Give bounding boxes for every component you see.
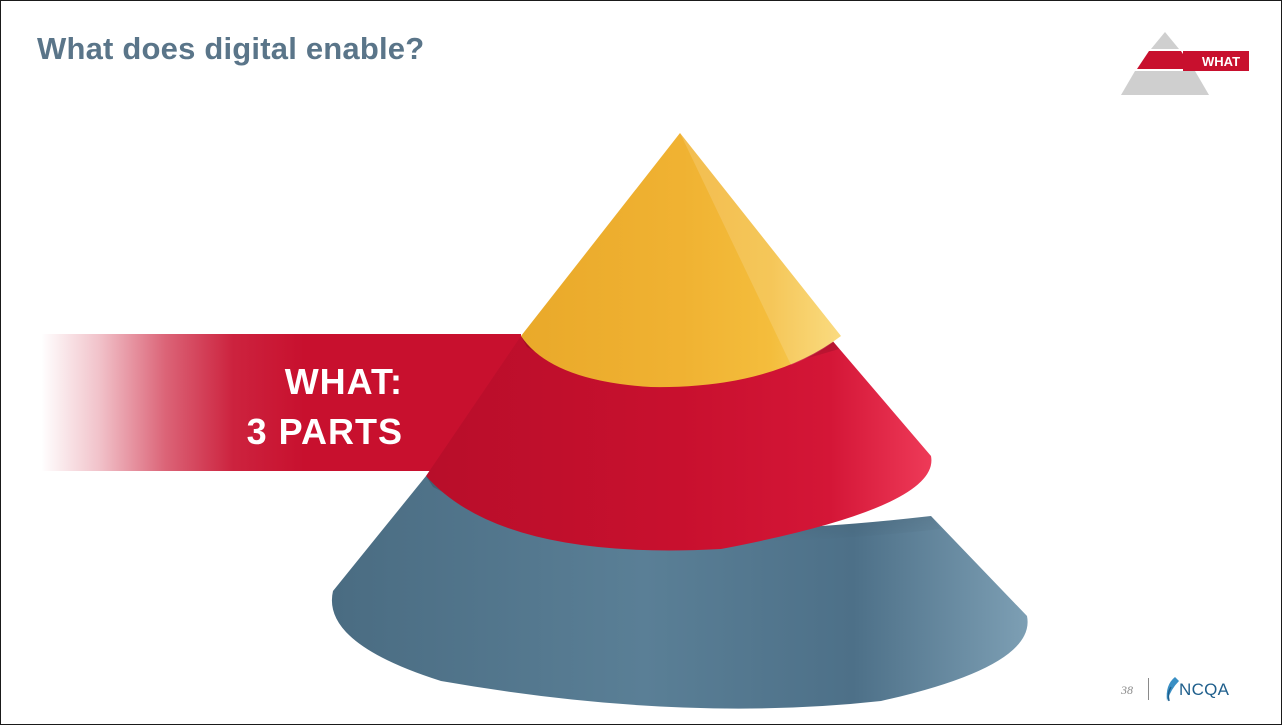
layered-cone-diagram bbox=[331, 133, 1028, 709]
page-number: 38 bbox=[1121, 683, 1133, 697]
badge-label: WHAT bbox=[1202, 54, 1240, 69]
cone-layer-top bbox=[521, 133, 841, 388]
logo-swoosh-icon bbox=[1166, 677, 1179, 702]
ncqa-logo: NCQA bbox=[1161, 675, 1251, 705]
footer-divider bbox=[1148, 678, 1149, 700]
banner bbox=[41, 334, 521, 471]
mini-pyramid-icon: WHAT bbox=[1121, 32, 1249, 95]
section-badge: WHAT bbox=[1119, 29, 1267, 99]
cone-top-highlight bbox=[680, 133, 841, 365]
banner-text: WHAT: 3 PARTS bbox=[187, 357, 403, 457]
mini-pyramid-bottom bbox=[1121, 71, 1209, 95]
banner-line-1: WHAT: bbox=[284, 361, 403, 402]
banner-line-2: 3 PARTS bbox=[246, 411, 403, 452]
badge-ribbon bbox=[1183, 51, 1249, 71]
mini-pyramid-top bbox=[1151, 32, 1179, 49]
slide-title: What does digital enable? bbox=[37, 31, 425, 66]
cone-layer-middle bbox=[426, 336, 932, 551]
mini-pyramid-middle bbox=[1137, 51, 1193, 69]
logo-text: NCQA bbox=[1179, 680, 1230, 699]
